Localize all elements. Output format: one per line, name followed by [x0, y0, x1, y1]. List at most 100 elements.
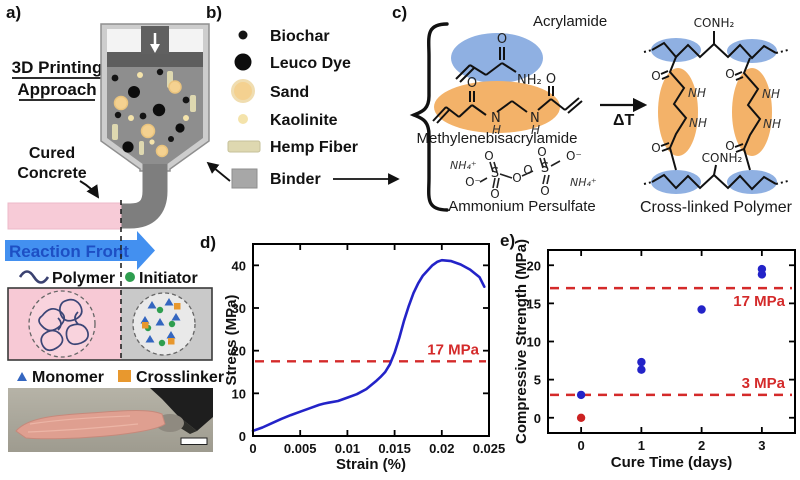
data-point: [637, 365, 646, 374]
legend-polymer-label: Polymer: [52, 270, 115, 287]
atom-nh: NH: [688, 86, 706, 100]
y-tick-label: 0: [534, 411, 541, 426]
atom-o-minus: O⁻: [566, 149, 582, 163]
x-tick-label: 0.015: [378, 441, 411, 456]
polymer-network-strands: [38, 298, 89, 352]
y-tick-label: 20: [527, 258, 541, 273]
cured-concrete-pointer-arrow: [79, 180, 100, 199]
mixture-particles: [111, 68, 196, 158]
x-tick-label: 0.025: [473, 441, 506, 456]
data-point: [697, 305, 706, 314]
approach-title-line1: 3D Printing: [12, 58, 103, 77]
x-axis-label: Strain (%): [336, 456, 406, 473]
print-photo: [8, 388, 213, 452]
aps-structure: NH₄⁺ O S O O⁻ O O S O O O⁻ NH₄⁺ Ammonium…: [448, 145, 597, 215]
x-tick-label: 1: [638, 438, 645, 453]
cured-concrete-label-line2: Concrete: [17, 165, 86, 182]
reaction-front-arrow: Reaction Front: [5, 231, 155, 270]
nozzle-tube: [121, 164, 168, 229]
y-tick-label: 20: [232, 344, 246, 359]
leuco-dye-dot-icon: [234, 53, 252, 71]
acrylamide-label: Acrylamide: [533, 13, 607, 30]
reaction-front-label: Reaction Front: [9, 242, 129, 261]
panel-a-label: a): [6, 3, 21, 22]
panel-d-label: d): [200, 233, 216, 252]
legend-item-sand: Sand: [231, 79, 309, 103]
atom-o: O: [497, 32, 507, 47]
data-point: [576, 413, 586, 422]
y-tick-label: 40: [232, 258, 246, 273]
hopper-piston-bar: [107, 52, 203, 67]
atom-h: H: [492, 123, 501, 137]
atom-s: S: [491, 166, 499, 181]
hemp-fiber-bar-icon: [227, 140, 261, 153]
atom-o: O: [725, 67, 734, 81]
atom-nh4: NH₄⁺: [570, 176, 597, 189]
y-tick-label: 30: [232, 301, 246, 316]
plot-box: [547, 249, 796, 434]
panel-a: a) 3D Printing Approach: [5, 3, 224, 452]
x-tick-label: 0: [249, 441, 256, 456]
atom-o: O: [490, 187, 499, 201]
aps-label: Ammonium Persulfate: [448, 198, 596, 215]
legend-item-kaolinite: Kaolinite: [238, 112, 338, 129]
legend-initiator-label: Initiator: [139, 270, 198, 287]
atom-o: O: [467, 76, 477, 91]
feed-direction-arrow-icon: [150, 33, 160, 53]
mba-label: Methylenebisacrylamide: [417, 130, 578, 147]
curly-brace: [409, 22, 449, 212]
binder-square-icon: [231, 168, 258, 189]
panel-c-label: c): [392, 3, 407, 22]
data-point: [637, 357, 646, 367]
legend-monomer-label: Monomer: [32, 369, 104, 386]
y-axis-label: Stress (MPa): [223, 295, 240, 386]
legend-label: Sand: [270, 84, 309, 101]
approach-title-line2: Approach: [17, 80, 96, 99]
photo-nozzle: [150, 388, 213, 431]
legend-label: Kaolinite: [270, 112, 338, 129]
y-tick-label: 0: [239, 429, 246, 444]
y-tick-label: 15: [527, 296, 541, 311]
legend-label: Hemp Fiber: [270, 139, 358, 156]
atom-o: O: [651, 69, 660, 83]
data-point: [757, 264, 767, 274]
threshold-label: 17 MPa: [427, 341, 479, 358]
precursor-particles: [140, 298, 181, 347]
initiator-dot-icon: [125, 272, 135, 282]
legend-item-hemp-fiber: Hemp Fiber: [227, 139, 358, 156]
atom-s: S: [541, 161, 549, 176]
data-point: [576, 390, 586, 400]
atom-o: O: [537, 145, 546, 159]
atom-o: O: [512, 171, 521, 185]
atom-o: O: [725, 139, 734, 153]
x-tick-label: 0: [578, 438, 585, 453]
crosslinked-polymer-label: Cross-linked Polymer: [640, 199, 793, 216]
legend-label: Binder: [270, 171, 321, 188]
panel-b: b) Biochar Leuco Dye Sand Kaolinite Hemp…: [206, 3, 400, 189]
reaction-schematic-box: [7, 287, 213, 361]
polymer-squiggle-icon: [18, 270, 50, 284]
atom-conh2: CONH₂: [702, 151, 743, 165]
delta-t-label: ΔT: [613, 112, 635, 129]
threshold-label: 17 MPa: [733, 293, 785, 310]
threshold-label: 3 MPa: [742, 375, 786, 392]
monomer-triangle-icon: [17, 372, 27, 381]
atom-h: H: [531, 123, 540, 137]
legend-crosslinker-label: Crosslinker: [136, 369, 224, 386]
y-tick-label: 5: [534, 373, 541, 388]
scale-bar: [180, 437, 208, 445]
legend-item-binder: Binder: [231, 168, 321, 189]
atom-nh: NH: [689, 116, 707, 130]
x-tick-label: 3: [758, 438, 765, 453]
atom-n: N: [491, 111, 501, 126]
legend-item-leuco-dye: Leuco Dye: [234, 53, 351, 72]
atom-nh: NH: [762, 87, 780, 101]
x-tick-label: 0.01: [335, 441, 360, 456]
legend-item-biochar: Biochar: [238, 28, 330, 45]
legend-label: Leuco Dye: [270, 55, 351, 72]
panel-b-label: b): [206, 3, 222, 22]
atom-o-minus: O⁻: [465, 175, 481, 189]
